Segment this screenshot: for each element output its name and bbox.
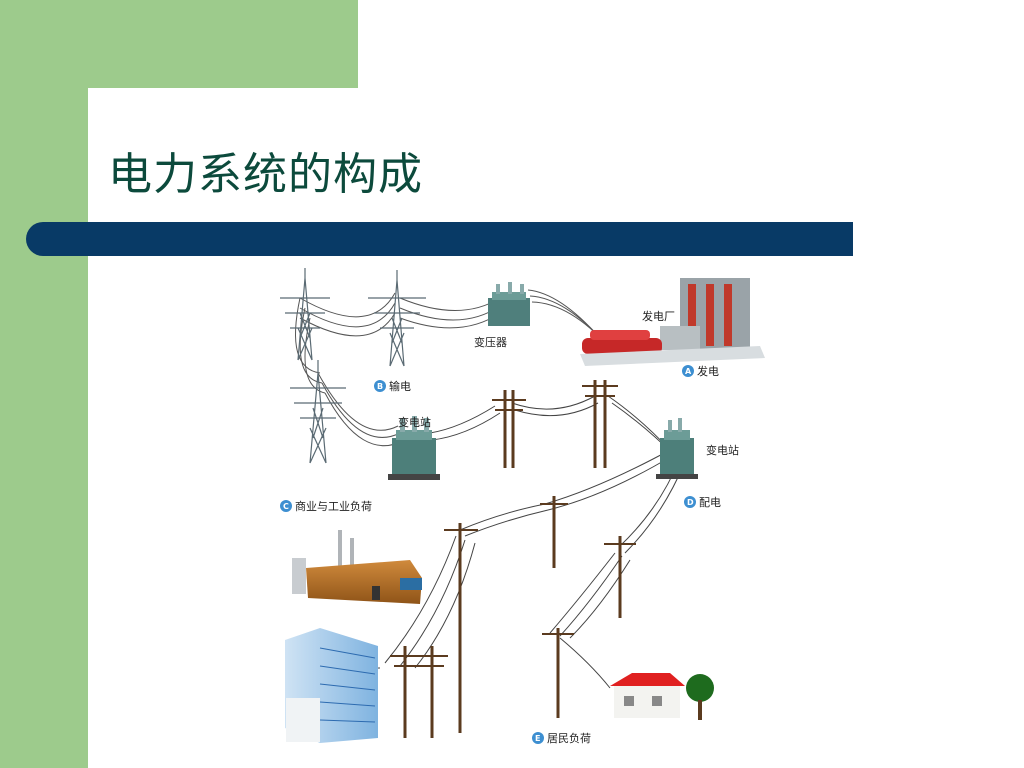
power-system-diagram: 发电厂 变压器 变电站 变电站 A 发电 B 输电 C 商业与工业负荷 D 配电…	[260, 268, 800, 758]
content-panel	[88, 88, 1024, 768]
svg-text:A: A	[685, 367, 692, 376]
svg-text:配电: 配电	[699, 496, 721, 509]
label-substation-right: 变电站	[706, 443, 739, 457]
transmission-tower-3	[290, 360, 346, 464]
title-underline-bar	[26, 222, 853, 256]
svg-text:D: D	[687, 498, 694, 507]
transformer-icon	[488, 282, 530, 326]
utility-poles	[403, 380, 622, 738]
left-green-band	[0, 0, 88, 768]
power-plant-icon	[580, 278, 765, 366]
svg-text:E: E	[535, 734, 540, 743]
substation-left-icon	[388, 416, 440, 480]
house-icon	[610, 673, 685, 718]
slide-title: 电力系统的构成	[108, 149, 423, 200]
svg-text:发电: 发电	[697, 364, 719, 378]
factory-icon	[292, 530, 422, 604]
svg-text:输电: 输电	[389, 379, 411, 393]
transmission-tower-1	[280, 268, 330, 361]
svg-text:B: B	[377, 382, 383, 391]
stage-badge-d: D 配电	[684, 496, 721, 509]
label-substation-left: 变电站	[398, 415, 431, 429]
svg-text:商业与工业负荷: 商业与工业负荷	[295, 499, 372, 513]
distribution-wires	[329, 395, 685, 689]
stage-badge-b: B 输电	[374, 379, 411, 393]
stage-badge-c: C 商业与工业负荷	[280, 499, 372, 513]
pole-crossarms	[390, 385, 636, 667]
svg-text:居民负荷: 居民负荷	[547, 731, 591, 745]
label-transformer: 变压器	[474, 335, 507, 349]
substation-right-icon	[656, 418, 698, 479]
transmission-tower-2	[368, 270, 426, 367]
svg-text:C: C	[283, 502, 289, 511]
stage-badge-e: E 居民负荷	[532, 731, 591, 745]
transmission-wires	[295, 289, 611, 447]
label-power-plant: 发电厂	[642, 309, 675, 323]
tree-icon	[686, 674, 714, 720]
office-building-icon	[285, 628, 378, 743]
top-green-band	[0, 0, 358, 88]
stage-badge-a: A 发电	[682, 364, 719, 378]
